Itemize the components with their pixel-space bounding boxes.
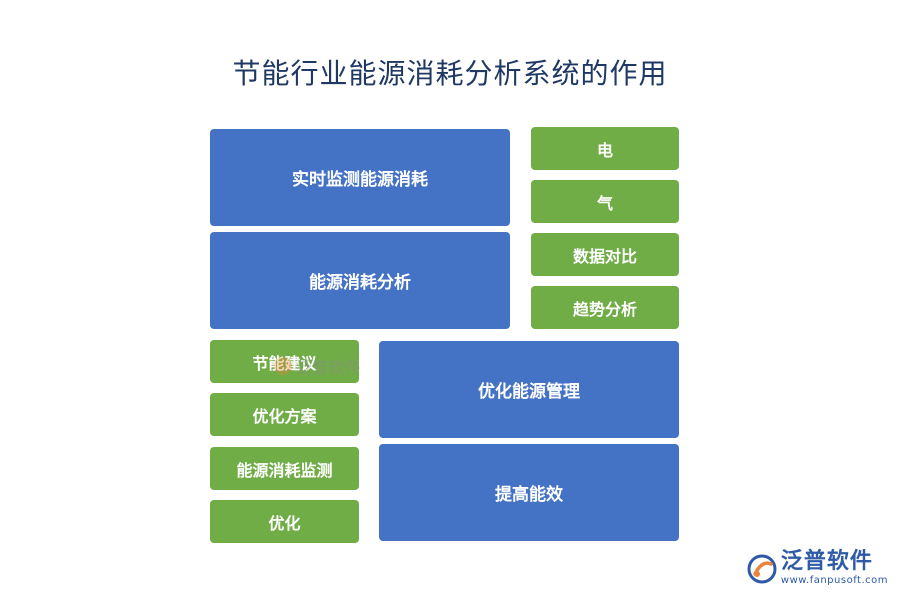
box-data-comparison: 数据对比 [531,233,679,276]
box-trend-analysis: 趋势分析 [531,286,679,329]
brand-name: 泛普软件 [780,549,873,574]
brand-url: www.fanpusoft.com [780,575,888,586]
box-energy-saving-advice: 节能建议 [210,340,359,383]
box-electricity: 电 [531,127,679,170]
box-consumption-analysis: 能源消耗分析 [210,232,510,329]
box-optimize-management: 优化能源管理 [379,341,679,438]
brand-logo: 泛普软件 www.fanpusoft.com [747,551,888,586]
box-realtime-monitoring: 实时监测能源消耗 [210,129,510,226]
box-optimize: 优化 [210,500,359,543]
box-consumption-monitoring: 能源消耗监测 [210,447,359,490]
fanpu-logo-icon [747,554,777,583]
box-optimization-plan: 优化方案 [210,393,359,436]
box-improve-efficiency: 提高能效 [379,444,679,541]
box-gas: 气 [531,180,679,223]
diagram-title: 节能行业能源消耗分析系统的作用 [232,57,668,90]
